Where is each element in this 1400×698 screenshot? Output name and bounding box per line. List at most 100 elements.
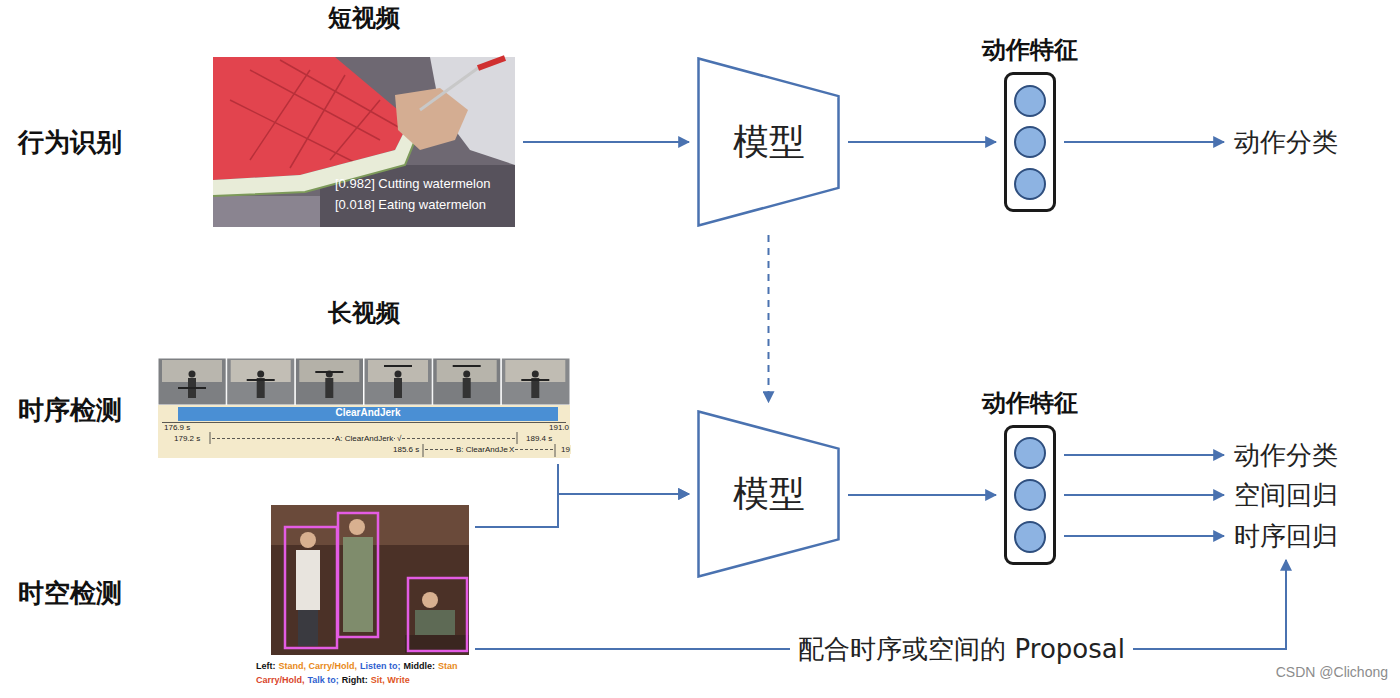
barbell [521, 379, 549, 381]
output-text: 动作分类 [1232, 437, 1340, 473]
athlete-head [257, 371, 264, 378]
timeline-text: 176.9 s [163, 423, 191, 432]
watermelon-cuts [230, 60, 400, 168]
task-label: 行为识别 [18, 125, 122, 159]
athlete-body [394, 378, 402, 398]
athlete-head [463, 371, 470, 378]
flow-arrow [1064, 494, 1224, 496]
person-head [349, 519, 365, 535]
table [213, 196, 330, 227]
flow-arrow [768, 235, 770, 402]
person-legs [298, 610, 318, 646]
person-head [300, 532, 316, 548]
timeline-text: 185.6 s [392, 445, 420, 454]
flow-arrow [558, 464, 689, 494]
output-label: 动作分类 [1232, 437, 1340, 473]
timeline-text: 19 [560, 445, 571, 454]
span-tick [210, 432, 211, 444]
feature-unit [1015, 127, 1045, 157]
photo-ground [213, 57, 515, 227]
panel-heading: 短视频 [328, 3, 400, 33]
caption-text: Carry/Hold, [256, 674, 305, 686]
caption-text: Right: [342, 674, 368, 686]
detection-box [285, 527, 337, 648]
model-block: 模型 [697, 410, 840, 578]
timeline-ground [158, 405, 570, 458]
model-block: 模型 [697, 57, 840, 227]
video-clip: 短视频[0.982] Cutting watermelon[0.018] Eat… [213, 57, 515, 227]
feature-vector: 动作特征 [1004, 425, 1056, 565]
caption-text: Stan [438, 660, 458, 672]
flow-arrow [1064, 535, 1224, 537]
feature-unit [1015, 438, 1045, 468]
caption-text: Listen to; [360, 660, 401, 672]
time-axis [162, 422, 566, 423]
detection-box [338, 513, 378, 637]
edge-label: 配合时序或空间的 Proposal [790, 632, 1133, 666]
feature-unit [1015, 522, 1045, 552]
person-head [422, 592, 438, 608]
flow-arrow [1064, 141, 1224, 143]
panel-heading: 动作特征 [982, 388, 1078, 418]
barbell [178, 387, 206, 389]
timeline-text: 191.0 [548, 423, 570, 432]
watermark: CSDN @Clichong [1276, 663, 1388, 681]
output-text: 时序回归 [1232, 518, 1340, 554]
barbell [453, 365, 481, 367]
barbell [247, 379, 275, 381]
athlete-head [189, 371, 196, 378]
video-frame [227, 358, 295, 405]
detection-box [408, 578, 467, 651]
knife-blade [420, 68, 478, 110]
panel-heading: 长视频 [328, 298, 400, 328]
caption-line: Left:Stand, Carry/Hold,Listen to;Middle:… [256, 660, 461, 672]
flow-arrow [1064, 454, 1224, 456]
span-tick [517, 432, 518, 444]
caption-text: Talk to; [308, 674, 339, 686]
timeline-text: 179.2 s [173, 434, 201, 443]
feature-unit [1015, 169, 1045, 199]
timeline-text: √ [396, 434, 402, 443]
video-frame [295, 358, 363, 405]
panel-heading: 动作特征 [982, 35, 1078, 65]
output-text: 空间回归 [1232, 477, 1340, 513]
model-shape [699, 412, 839, 577]
caption-text: Left: [256, 660, 276, 672]
timeline-text: A: ClearAndJerk [334, 434, 394, 443]
feature-unit [1015, 480, 1045, 510]
caption-line: Carry/Hold,Talk to;Right:Sit, Write [256, 674, 413, 686]
output-text: 动作分类 [1232, 124, 1340, 160]
bar-label: ClearAndJerk [335, 405, 400, 421]
timeline-text: 189.4 s [525, 434, 553, 443]
timeline-text: B: ClearAndJerk [455, 445, 515, 454]
video-frame [433, 358, 501, 405]
athlete-head [395, 371, 402, 378]
feature-unit [1015, 86, 1045, 116]
flow-arrow [475, 494, 689, 527]
timeline-text: X [508, 445, 515, 454]
barbell [384, 365, 412, 367]
output-label: 时序回归 [1232, 518, 1340, 554]
span-tick [423, 444, 424, 457]
barbell [315, 371, 343, 373]
flow-arrow [848, 494, 996, 496]
feature-vector: 动作特征 [1004, 72, 1056, 212]
model-label: 模型 [733, 120, 805, 164]
flow-arrow [848, 141, 996, 143]
score-text: [0.018] Eating watermelon [335, 196, 486, 213]
flow-arrow [523, 141, 689, 143]
video-frame [158, 358, 226, 405]
task-label: 时空检测 [18, 576, 122, 610]
output-label: 动作分类 [1232, 124, 1340, 160]
person-body [343, 537, 373, 632]
knife-handle [478, 58, 505, 68]
photo-ground [271, 505, 469, 655]
video-frame [364, 358, 432, 405]
caption-text: Middle: [404, 660, 436, 672]
caption-text: Sit, Write [371, 674, 410, 686]
task-label: 时序检测 [18, 393, 122, 427]
model-label: 模型 [733, 472, 805, 516]
video-frame [501, 358, 570, 405]
output-label: 空间回归 [1232, 477, 1340, 513]
score-text: [0.982] Cutting watermelon [335, 175, 490, 192]
